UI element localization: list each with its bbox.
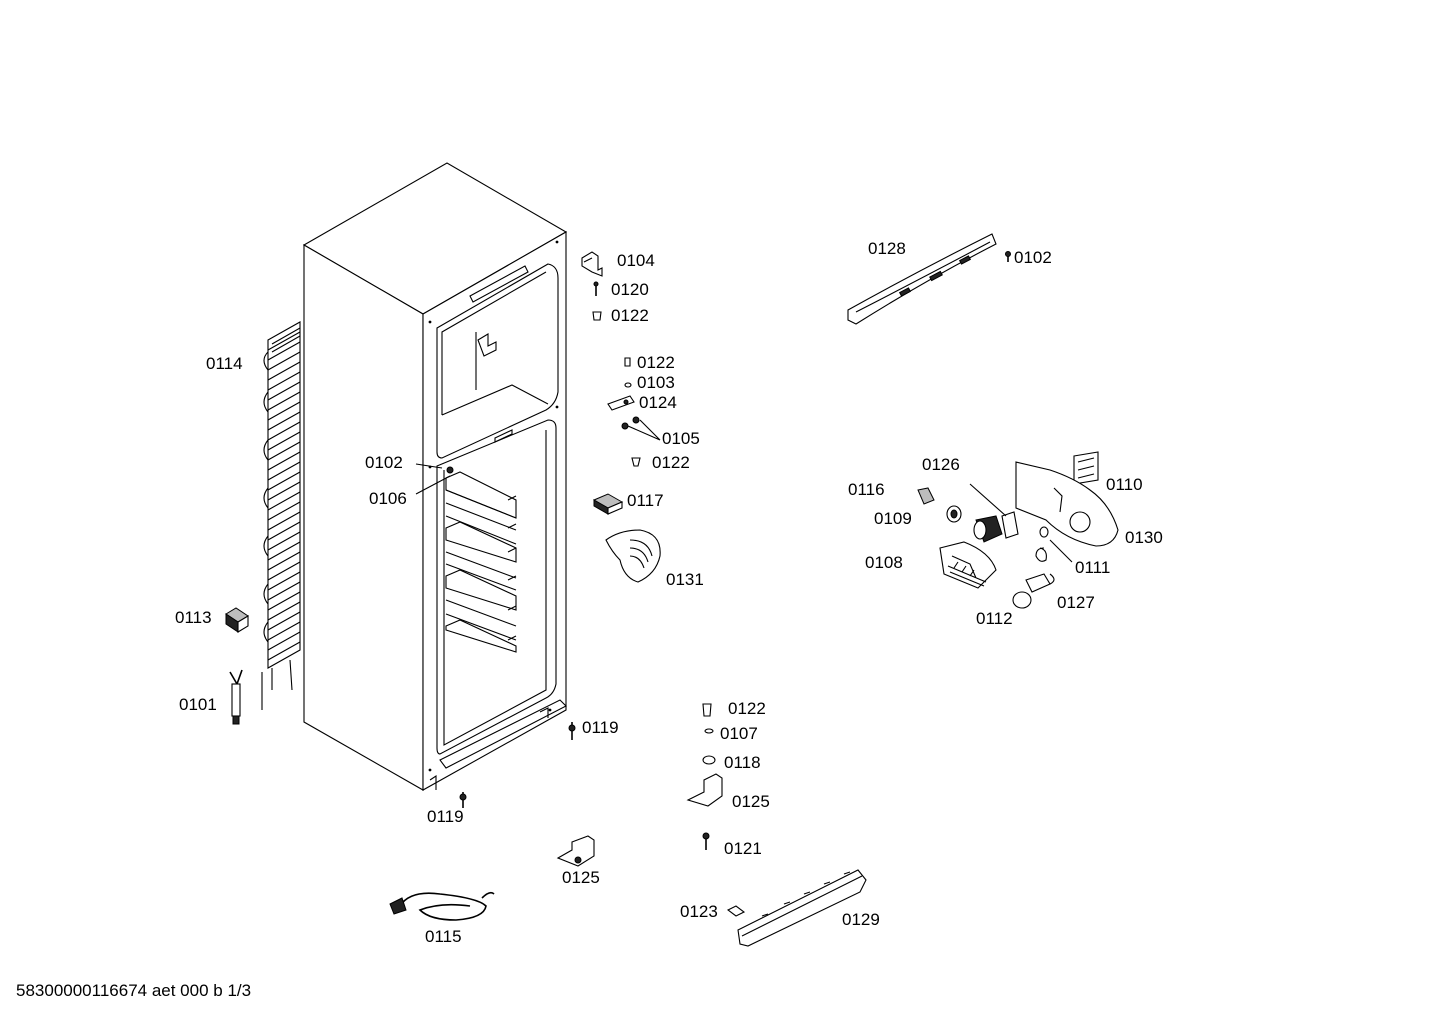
part-label-0106: 0106 bbox=[369, 489, 407, 508]
part-label-0126: 0126 bbox=[922, 455, 960, 474]
part-label-0130: 0130 bbox=[1125, 528, 1163, 547]
part-label-0128: 0128 bbox=[868, 239, 906, 258]
document-id-footer: 58300000116674 aet 000 b 1/3 bbox=[16, 981, 252, 1000]
power-cord bbox=[389, 891, 495, 921]
part-label-0123: 0123 bbox=[680, 902, 718, 921]
part-label-0116: 0116 bbox=[848, 480, 885, 499]
part-0128-shape bbox=[847, 233, 1011, 325]
part-0129-shape bbox=[726, 869, 867, 947]
part-0131-shape bbox=[605, 529, 661, 583]
part-label-0107: 0107 bbox=[720, 724, 758, 743]
part-label-0102: 0102 bbox=[365, 453, 403, 472]
part-label-0119: 0119 bbox=[582, 718, 619, 737]
part-label-0111: 0111 bbox=[1075, 558, 1111, 577]
part-0113-shape bbox=[225, 607, 249, 633]
part-label-0125: 0125 bbox=[562, 868, 600, 887]
part-label-0108: 0108 bbox=[865, 553, 903, 572]
part-label-0103: 0103 bbox=[637, 373, 675, 392]
part-label-0122: 0122 bbox=[652, 453, 690, 472]
condenser-coil bbox=[261, 321, 301, 710]
hinge-parts bbox=[581, 251, 661, 467]
part-label-0105: 0105 bbox=[662, 429, 700, 448]
part-label-0112: 0112 bbox=[976, 609, 1013, 628]
part-label-0101: 0101 bbox=[179, 695, 217, 714]
part-label-0124: 0124 bbox=[639, 393, 677, 412]
part-label-0122: 0122 bbox=[611, 306, 649, 325]
leader-lines-left bbox=[415, 463, 454, 495]
part-label-0104: 0104 bbox=[617, 251, 655, 270]
part-label-0118: 0118 bbox=[724, 753, 761, 772]
fridge-shelves bbox=[445, 471, 517, 653]
part-label-0121: 0121 bbox=[724, 839, 762, 858]
part-label-0109: 0109 bbox=[874, 509, 912, 528]
part-label-0122: 0122 bbox=[637, 353, 675, 372]
fridge-cabinet bbox=[302, 162, 568, 791]
part-label-0131: 0131 bbox=[666, 570, 704, 589]
part-label-0115: 0115 bbox=[425, 927, 462, 946]
part-label-0129: 0129 bbox=[842, 910, 880, 929]
part-label-0125: 0125 bbox=[732, 792, 770, 811]
part-label-0113: 0113 bbox=[175, 608, 212, 627]
thermostat-lamp-assembly bbox=[917, 451, 1119, 609]
part-label-0120: 0120 bbox=[611, 280, 649, 299]
part-label-0117: 0117 bbox=[627, 491, 664, 510]
part-0117-shape bbox=[592, 493, 624, 515]
part-0101-shape bbox=[229, 669, 243, 725]
part-label-0119: 0119 bbox=[427, 807, 464, 826]
lower-hinge-parts bbox=[556, 703, 723, 867]
part-label-0127: 0127 bbox=[1057, 593, 1095, 612]
part-label-0102: 0102 bbox=[1014, 248, 1052, 267]
part-label-0114: 0114 bbox=[206, 354, 243, 373]
screw-0119-parts bbox=[459, 722, 576, 808]
part-label-0122: 0122 bbox=[728, 699, 766, 718]
part-label-0110: 0110 bbox=[1106, 475, 1143, 494]
